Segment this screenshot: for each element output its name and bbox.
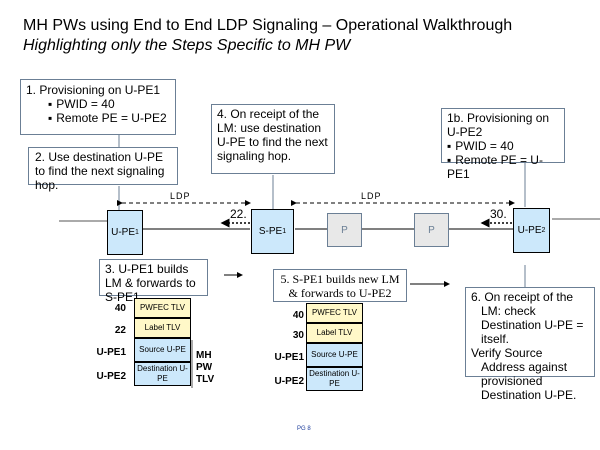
step6-line1: 6. On receipt of the LM: check Destinati… xyxy=(471,290,584,346)
tlv-stack-left: PWFEC TLV Label TLV Source U-PE Destinat… xyxy=(134,298,191,386)
stack-left-value: 40 xyxy=(114,303,126,314)
callout-step1b: 1b. Provisioning on U-PE2 PWID = 40 Remo… xyxy=(441,108,565,181)
label-number-right: 30. xyxy=(490,207,507,221)
mh-label-line: PW xyxy=(196,362,213,373)
step1-bullet: PWID = 40 xyxy=(48,97,170,111)
mh-label-line: TLV xyxy=(196,374,215,385)
callout-step6: 6. On receipt of the LM: check Destinati… xyxy=(465,287,595,402)
callout-step5: 5. S-PE1 builds new LM & forwards to U-P… xyxy=(273,269,407,302)
stack-left-value: U-PE1 xyxy=(96,347,126,358)
tlv-pwfec: PWFEC TLV xyxy=(306,303,363,323)
tlv-source: Source U-PE xyxy=(306,343,363,367)
callout-step2: 2. Use destination U-PE to find the next… xyxy=(28,147,178,192)
stack-left-value: U-PE2 xyxy=(96,371,126,382)
node-upe1-label: U-PE xyxy=(111,227,135,238)
mh-label-line: MH xyxy=(196,350,212,361)
stack-right-value: 40 xyxy=(292,310,304,321)
tlv-destination: Destination U-PE xyxy=(306,367,363,391)
step6-line2: Verify Source Address against provisione… xyxy=(471,346,577,402)
step2-text: 2. Use destination U-PE to find the next… xyxy=(35,150,165,192)
page-footer: PG 8 xyxy=(297,426,311,432)
page-subtitle: Highlighting only the Steps Specific to … xyxy=(23,37,351,54)
node-p1: P xyxy=(327,213,362,247)
step1b-bullet: Remote PE = U-PE1 xyxy=(447,153,559,181)
node-spe1-sub: 1 xyxy=(282,228,287,235)
callout-step1: 1. Provisioning on U-PE1 PWID = 40 Remot… xyxy=(20,79,176,135)
ldp-label-right: LDP xyxy=(361,191,382,201)
page-title: MH PWs using End to End LDP Signaling – … xyxy=(23,17,513,34)
step1-bullet: Remote PE = U-PE2 xyxy=(48,111,170,125)
stack-right-value: U-PE2 xyxy=(274,376,304,387)
tlv-pwfec: PWFEC TLV xyxy=(134,298,191,318)
node-spe1-label: S-PE xyxy=(258,226,283,237)
label-number-left: 22. xyxy=(230,207,247,221)
tlv-destination: Destination U-PE xyxy=(134,362,191,386)
step4-text: 4. On receipt of the LM: use destination… xyxy=(217,107,328,163)
stack-right-value: U-PE1 xyxy=(274,352,304,363)
step1b-heading: 1b. Provisioning on U-PE2 xyxy=(447,111,550,139)
ldp-label-left: LDP xyxy=(170,191,191,201)
node-upe2-sub: 2 xyxy=(541,227,546,234)
callout-step4: 4. On receipt of the LM: use destination… xyxy=(211,104,335,174)
stack-right-value: 30 xyxy=(292,330,304,341)
step1-heading: 1. Provisioning on U-PE1 xyxy=(26,83,161,97)
tlv-label: Label TLV xyxy=(306,323,363,343)
node-upe2-label: U-PE xyxy=(517,225,542,236)
callout-step3: 3. U-PE1 builds LM & forwards to S-PE1 xyxy=(99,259,208,304)
stack-left-value: 22 xyxy=(114,325,126,336)
mh-pw-tlv-label: MH PW TLV xyxy=(196,350,214,386)
tlv-label: Label TLV xyxy=(134,318,191,338)
node-p1-label: P xyxy=(341,224,348,236)
step1b-bullet: PWID = 40 xyxy=(447,139,559,153)
node-p2: P xyxy=(414,213,449,247)
step3-text: 3. U-PE1 builds LM & forwards to S-PE1 xyxy=(105,262,196,304)
node-p2-label: P xyxy=(428,224,435,236)
node-upe1-sub: 1 xyxy=(135,229,139,236)
step5-text: 5. S-PE1 builds new LM & forwards to U-P… xyxy=(280,272,400,300)
tlv-stack-right: PWFEC TLV Label TLV Source U-PE Destinat… xyxy=(306,303,363,391)
tlv-source: Source U-PE xyxy=(134,338,191,362)
